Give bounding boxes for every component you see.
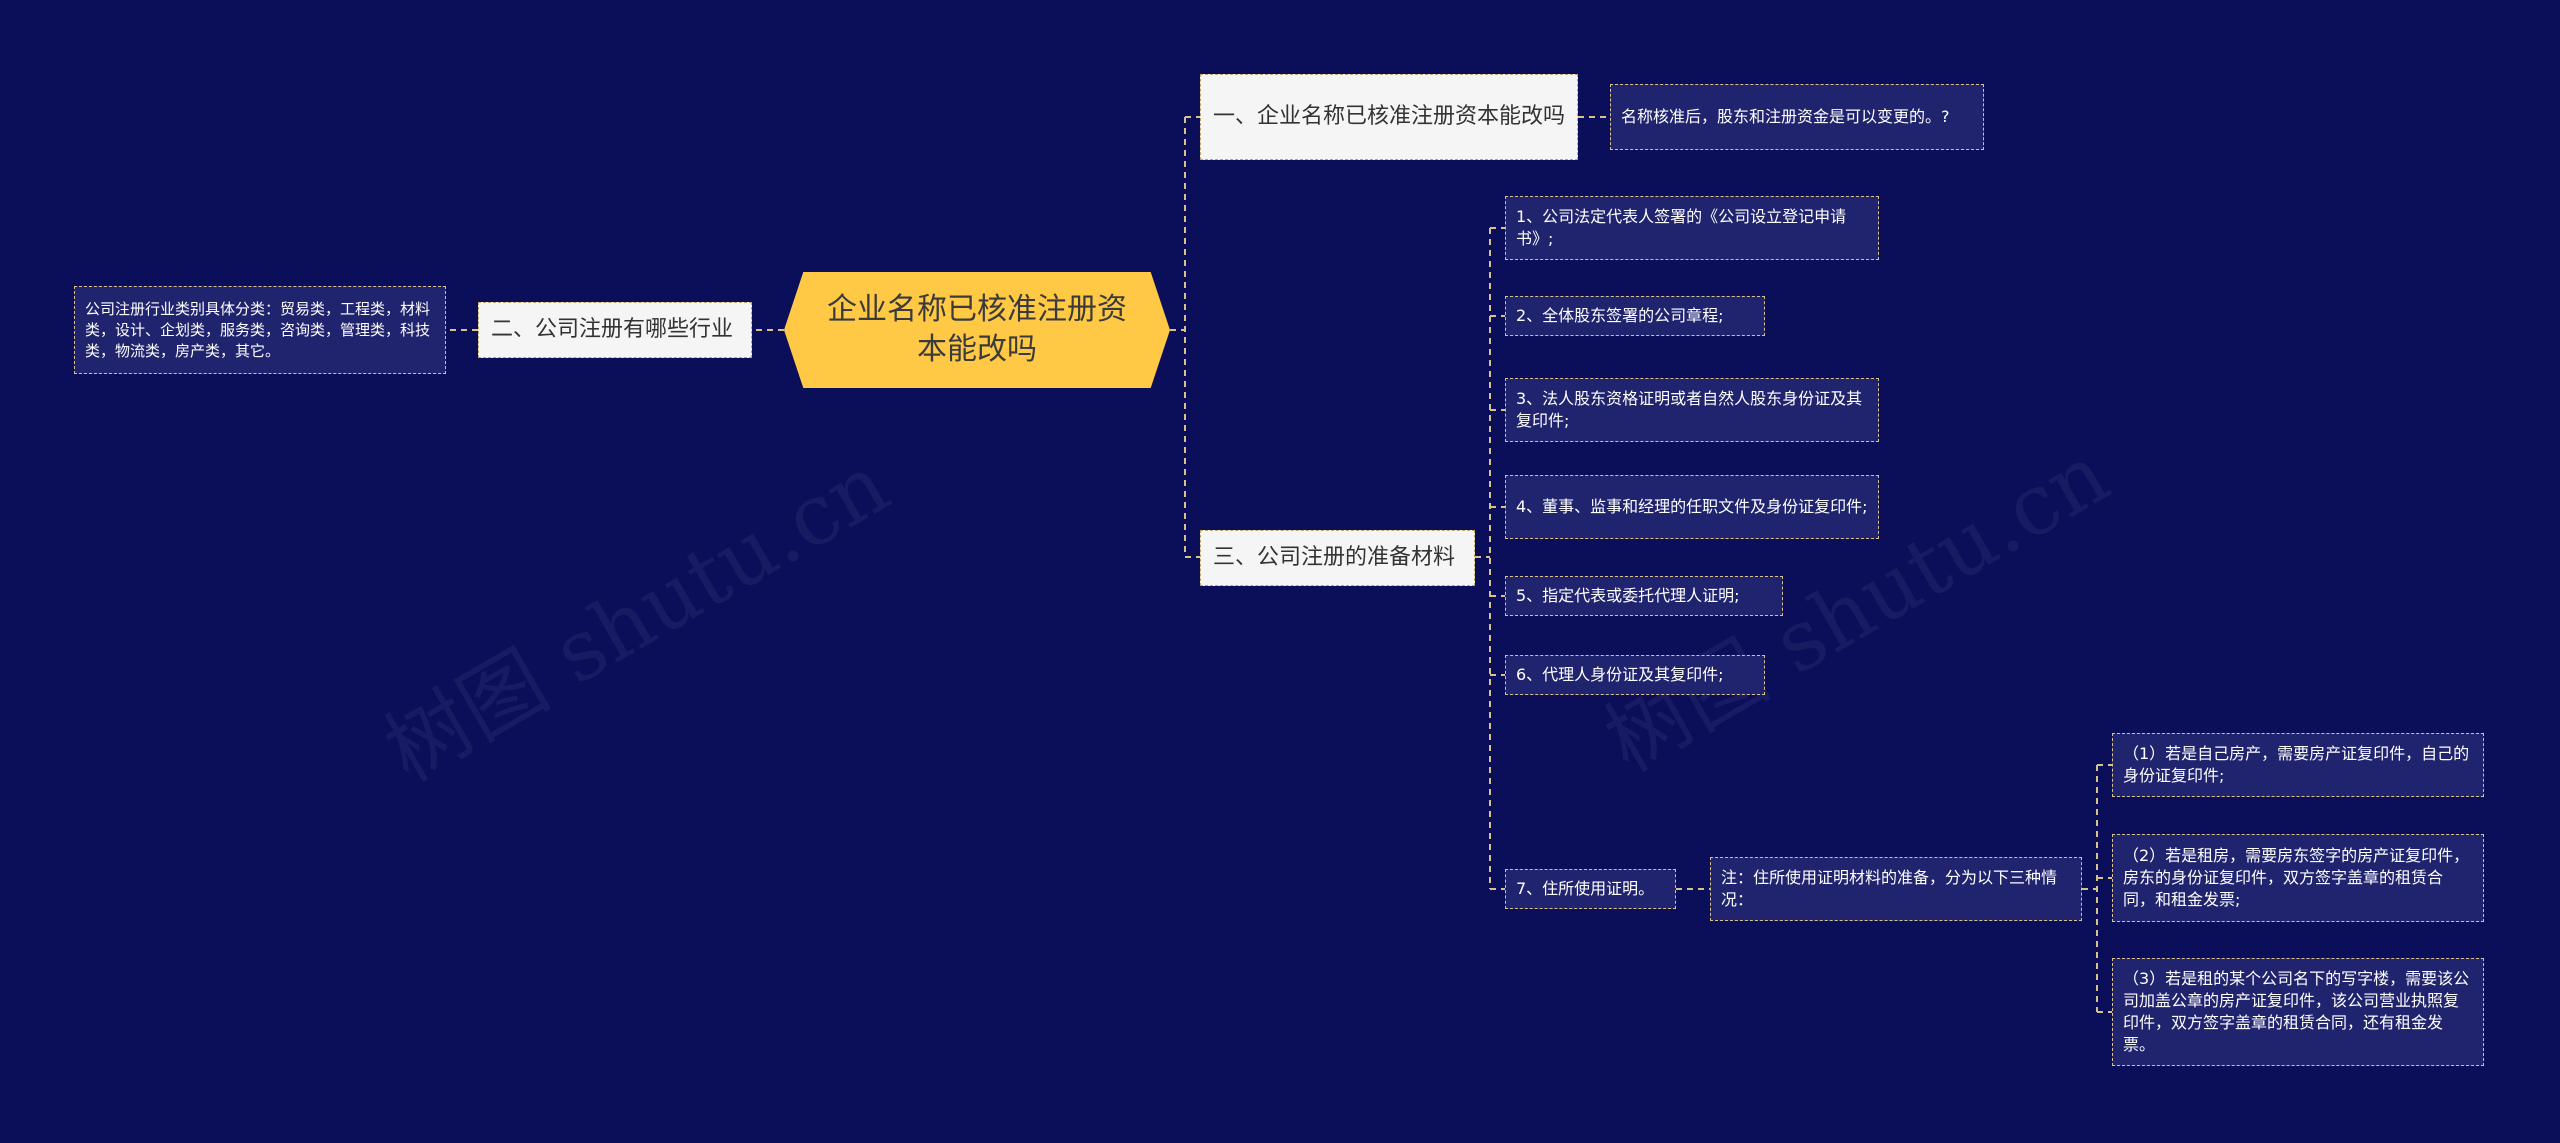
root-topic-label: 企业名称已核准注册资本能改吗: [827, 292, 1127, 367]
material-item-6[interactable]: 6、代理人身份证及其复印件;: [1505, 655, 1765, 695]
material-item-4-text: 4、董事、监事和经理的任职文件及身份证复印件;: [1516, 497, 1868, 516]
branch-industries-label: 二、公司注册有哪些行业: [491, 317, 734, 342]
leaf-capital-change-answer[interactable]: 名称核准后，股东和注册资金是可以变更的。?: [1610, 84, 1984, 150]
residence-proof-note[interactable]: 注：住所使用证明材料的准备，分为以下三种情况：: [1710, 857, 2082, 921]
branch-capital-change[interactable]: 一、企业名称已核准注册资本能改吗: [1200, 74, 1578, 160]
branch-materials-label: 三、公司注册的准备材料: [1213, 545, 1456, 570]
branch-materials[interactable]: 三、公司注册的准备材料: [1200, 530, 1475, 586]
material-item-1[interactable]: 1、公司法定代表人签署的《公司设立登记申请书》;: [1505, 196, 1879, 260]
residence-case-3-text: （3）若是租的某个公司名下的写字楼，需要该公司加盖公章的房产证复印件，该公司营业…: [2123, 969, 2470, 1054]
leaf-capital-change-answer-text: 名称核准后，股东和注册资金是可以变更的。?: [1621, 107, 1950, 126]
material-item-3[interactable]: 3、法人股东资格证明或者自然人股东身份证及其复印件;: [1505, 378, 1879, 442]
leaf-industry-categories-text: 公司注册行业类别具体分类：贸易类，工程类，材料类，设计、企划类，服务类，咨询类，…: [85, 299, 431, 360]
material-item-1-text: 1、公司法定代表人签署的《公司设立登记申请书》;: [1516, 207, 1847, 248]
residence-case-2[interactable]: （2）若是租房，需要房东签字的房产证复印件，房东的身份证复印件，双方签字盖章的租…: [2112, 834, 2484, 922]
material-item-7[interactable]: 7、住所使用证明。: [1505, 869, 1676, 909]
material-item-6-text: 6、代理人身份证及其复印件;: [1516, 665, 1724, 684]
residence-case-2-text: （2）若是租房，需要房东签字的房产证复印件，房东的身份证复印件，双方签字盖章的租…: [2123, 846, 2470, 909]
residence-case-1-text: （1）若是自己房产，需要房产证复印件，自己的身份证复印件;: [2123, 744, 2470, 785]
branch-capital-change-label: 一、企业名称已核准注册资本能改吗: [1213, 104, 1566, 129]
material-item-3-text: 3、法人股东资格证明或者自然人股东身份证及其复印件;: [1516, 389, 1863, 430]
leaf-industry-categories[interactable]: 公司注册行业类别具体分类：贸易类，工程类，材料类，设计、企划类，服务类，咨询类，…: [74, 286, 446, 374]
residence-case-3[interactable]: （3）若是租的某个公司名下的写字楼，需要该公司加盖公章的房产证复印件，该公司营业…: [2112, 958, 2484, 1066]
material-item-4[interactable]: 4、董事、监事和经理的任职文件及身份证复印件;: [1505, 475, 1879, 539]
material-item-7-text: 7、住所使用证明。: [1516, 879, 1655, 898]
material-item-5-text: 5、指定代表或委托代理人证明;: [1516, 586, 1740, 605]
residence-case-1[interactable]: （1）若是自己房产，需要房产证复印件，自己的身份证复印件;: [2112, 733, 2484, 797]
material-item-5[interactable]: 5、指定代表或委托代理人证明;: [1505, 576, 1783, 616]
root-topic[interactable]: 企业名称已核准注册资本能改吗: [784, 272, 1170, 388]
branch-industries[interactable]: 二、公司注册有哪些行业: [478, 302, 752, 358]
material-item-2[interactable]: 2、全体股东签署的公司章程;: [1505, 296, 1765, 336]
residence-proof-note-text: 注：住所使用证明材料的准备，分为以下三种情况：: [1721, 868, 2058, 909]
material-item-2-text: 2、全体股东签署的公司章程;: [1516, 306, 1724, 325]
